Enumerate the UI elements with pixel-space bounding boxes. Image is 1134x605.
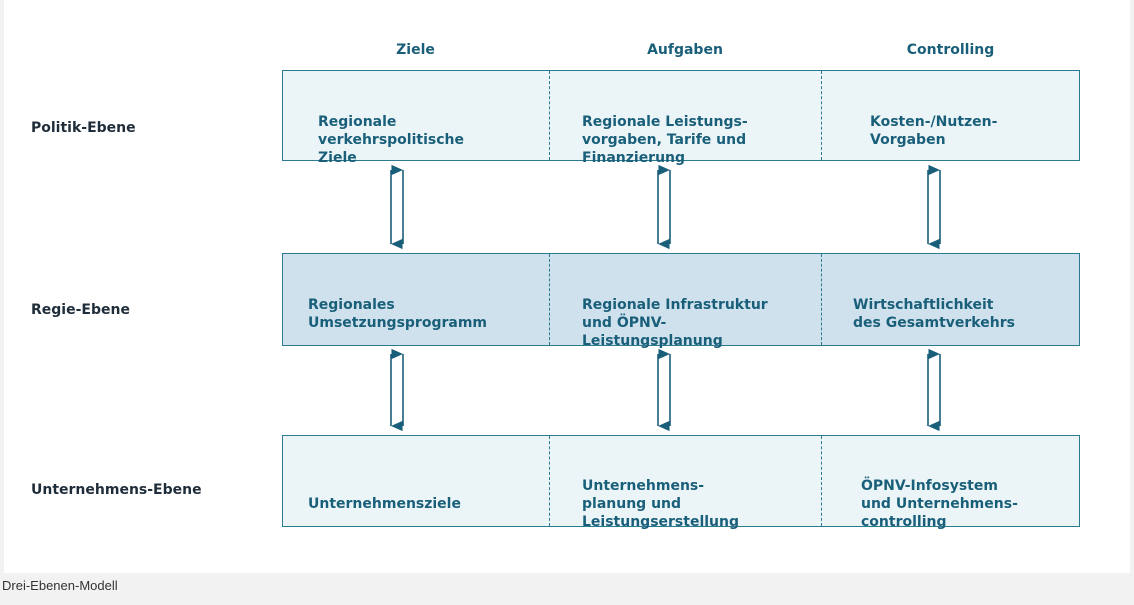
row-label-politik: Politik-Ebene bbox=[31, 120, 136, 136]
divider bbox=[821, 254, 822, 345]
row-label-regie: Regie-Ebene bbox=[31, 302, 130, 318]
divider bbox=[549, 436, 550, 526]
flow-arrows bbox=[390, 164, 941, 432]
band-unternehmen: Unternehmensziele Unternehmens-planung u… bbox=[282, 435, 1080, 530]
divider bbox=[549, 71, 550, 160]
column-header-controlling: Controlling bbox=[906, 42, 995, 58]
column-header-aufgaben: Aufgaben bbox=[647, 42, 723, 58]
divider bbox=[821, 71, 822, 160]
cell-politik-aufgaben: Regionale Leistungs-vorgaben, Tarife und… bbox=[582, 114, 748, 166]
diagram-canvas: Ziele Aufgaben Controlling Politik-Ebene… bbox=[4, 0, 1130, 573]
column-header-ziele: Ziele bbox=[396, 42, 435, 58]
divider bbox=[821, 436, 822, 526]
divider bbox=[549, 254, 550, 345]
cell-unternehmen-ziele: Unternehmensziele bbox=[308, 496, 461, 512]
cell-politik-controlling: Kosten-/Nutzen-Vorgaben bbox=[870, 114, 998, 148]
row-label-unternehmen: Unternehmens-Ebene bbox=[31, 482, 202, 498]
figure-caption: Drei-Ebenen-Modell bbox=[2, 578, 118, 593]
